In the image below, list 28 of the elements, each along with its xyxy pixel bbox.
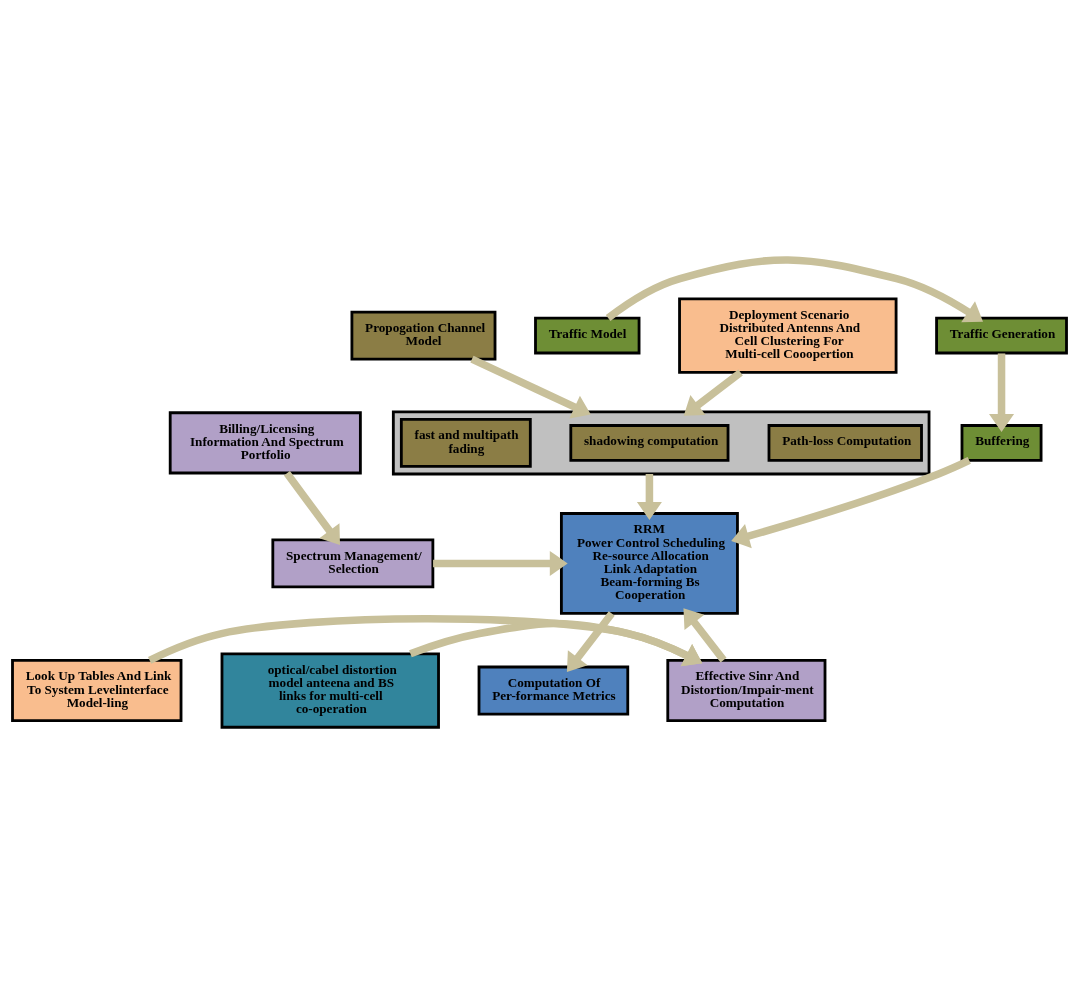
- node-box: Traffic Generation: [935, 316, 1068, 355]
- node-box: Billing/Licensing Information And Spectrum Portfolio: [168, 411, 362, 475]
- node-box: Path-loss Computation: [767, 424, 923, 462]
- node-box: Look Up Tables And Link To System Levelinterface Model-ling: [11, 659, 183, 723]
- arrow: [989, 353, 1015, 432]
- arrow: [683, 369, 743, 416]
- node-box: Deployment Scenario Distributed Antenns And Cell Clustering For Multi-cell Cooopertion: [678, 297, 898, 374]
- arrow: [605, 256, 984, 323]
- node-box: shadowing computation: [569, 424, 730, 462]
- node-box: Computation Of Per-formance Metrics: [477, 665, 630, 716]
- arrow: [283, 470, 341, 546]
- arrow: [409, 619, 703, 667]
- arrow: [148, 615, 703, 667]
- arrow: [636, 473, 662, 520]
- arrow: [731, 457, 971, 549]
- node-box: Propogation Channel Model: [350, 310, 497, 361]
- arrow: [566, 611, 615, 672]
- node-box: RRM Power Control Scheduling Re-source Allocation Link Adaptation Beam-forming Bs Cooperation: [560, 512, 739, 615]
- node-box: optical/cabel distortion model anteena and BS links for multi-cell co-operation: [220, 652, 440, 729]
- arrow: [433, 550, 568, 576]
- arrow: [683, 608, 727, 663]
- cluster: [391, 410, 931, 476]
- node-box: fast and multipath fading: [399, 417, 532, 468]
- node-box: Traffic Model: [534, 316, 641, 355]
- node-box: Buffering: [960, 424, 1043, 462]
- node-box: Effective Sinr And Distortion/Impair-ment Computation: [666, 659, 827, 723]
- node-box: Spectrum Management/ Selection: [271, 538, 435, 589]
- arrow: [470, 355, 591, 419]
